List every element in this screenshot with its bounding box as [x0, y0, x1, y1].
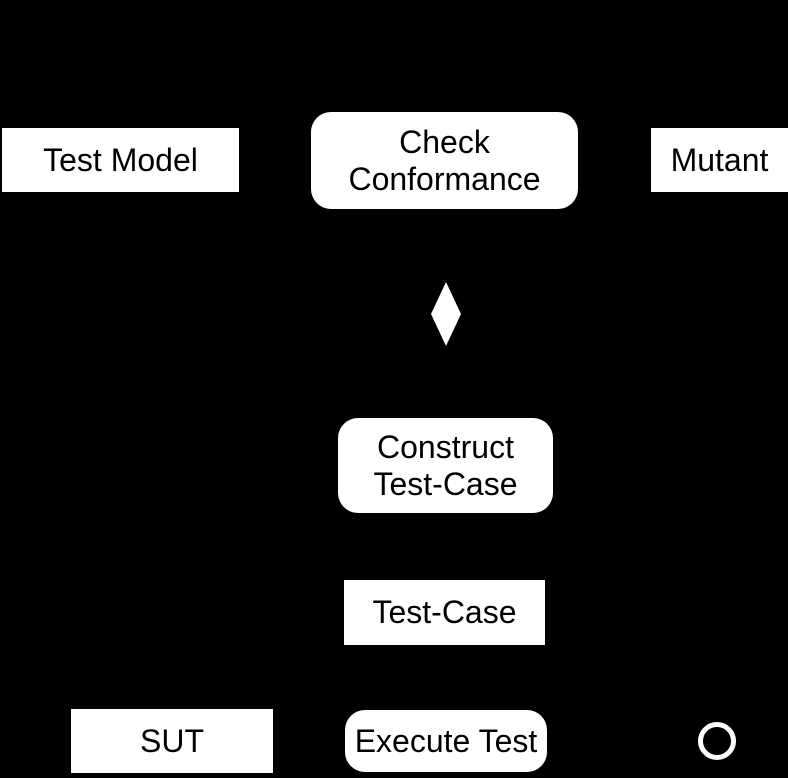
node-test-case: Test-Case	[344, 580, 545, 645]
node-execute-test: Execute Test	[345, 710, 547, 772]
final-node-circle-icon	[698, 722, 736, 760]
node-test-model: Test Model	[2, 128, 239, 192]
decision-diamond-icon	[431, 282, 461, 346]
node-check-conformance: Check Conformance	[311, 112, 578, 209]
node-sut: SUT	[71, 709, 273, 773]
node-mutant: Mutant	[651, 128, 788, 192]
node-construct-test-case: Construct Test-Case	[338, 418, 553, 513]
